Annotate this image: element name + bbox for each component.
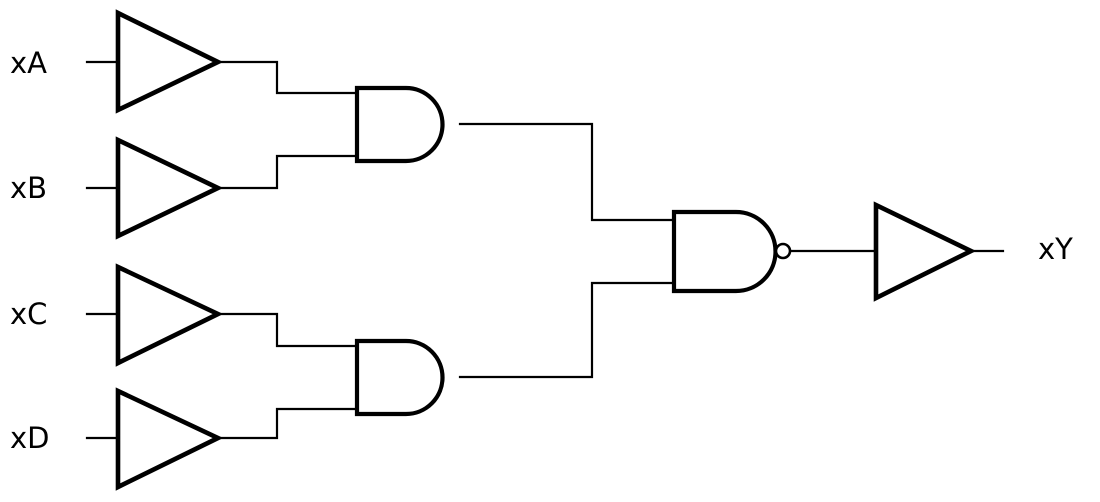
wire-bufc-to-and-bottom (216, 312, 359, 348)
buffer-gate-xc[interactable] (115, 263, 224, 367)
buffer-gate-xa[interactable] (115, 9, 224, 114)
and-gate-top[interactable] (354, 85, 445, 164)
wire-bufb-to-and-top (216, 154, 359, 190)
wire-bufd-to-and-bottom (216, 407, 359, 440)
nand-gate-output[interactable] (671, 209, 778, 294)
nand-inversion-bubble-icon (774, 242, 792, 260)
buffer-gate-xd[interactable] (115, 387, 224, 491)
input-label-xa: xA (10, 46, 47, 80)
and-gate-bottom[interactable] (354, 338, 445, 417)
input-label-xd: xD (10, 421, 50, 455)
input-label-xc: xC (10, 297, 47, 331)
output-label-xy: xY (1038, 232, 1073, 266)
input-label-xb: xB (10, 171, 47, 205)
wire-and-top-to-nand (458, 122, 676, 222)
buffer-gate-xb[interactable] (115, 136, 224, 240)
buffer-gate-output[interactable] (873, 201, 977, 302)
wire-and-bottom-to-nand (458, 281, 676, 379)
wire-bufa-to-and-top (216, 60, 359, 95)
